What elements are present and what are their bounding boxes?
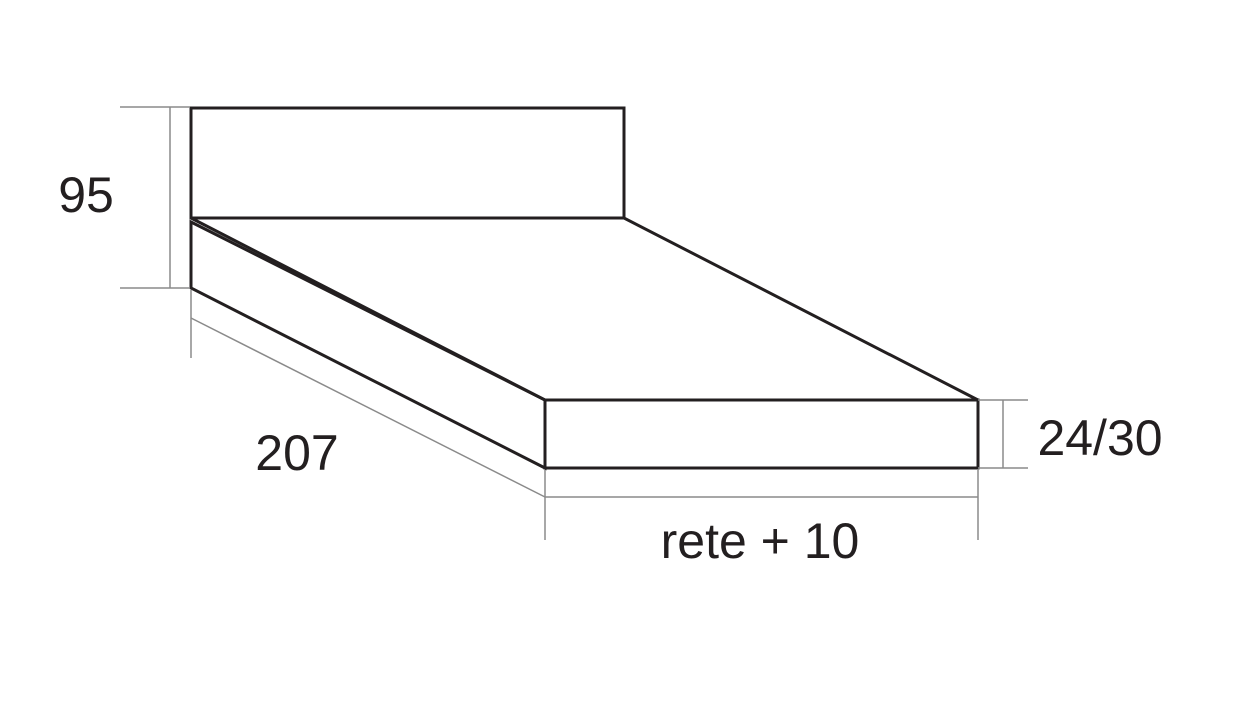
bed-drawing bbox=[189, 106, 980, 471]
dimension-width bbox=[545, 470, 979, 540]
bed-top bbox=[190, 216, 979, 402]
bed-front bbox=[543, 398, 980, 470]
dimension-frame-height bbox=[978, 399, 1028, 469]
dimension-height bbox=[120, 106, 190, 289]
dimension-length bbox=[190, 290, 546, 540]
height-label: 95 bbox=[58, 167, 114, 223]
headboard bbox=[189, 106, 626, 220]
width-label: rete + 10 bbox=[661, 513, 860, 569]
frame-height-label: 24/30 bbox=[1037, 410, 1162, 466]
length-label: 207 bbox=[255, 425, 338, 481]
